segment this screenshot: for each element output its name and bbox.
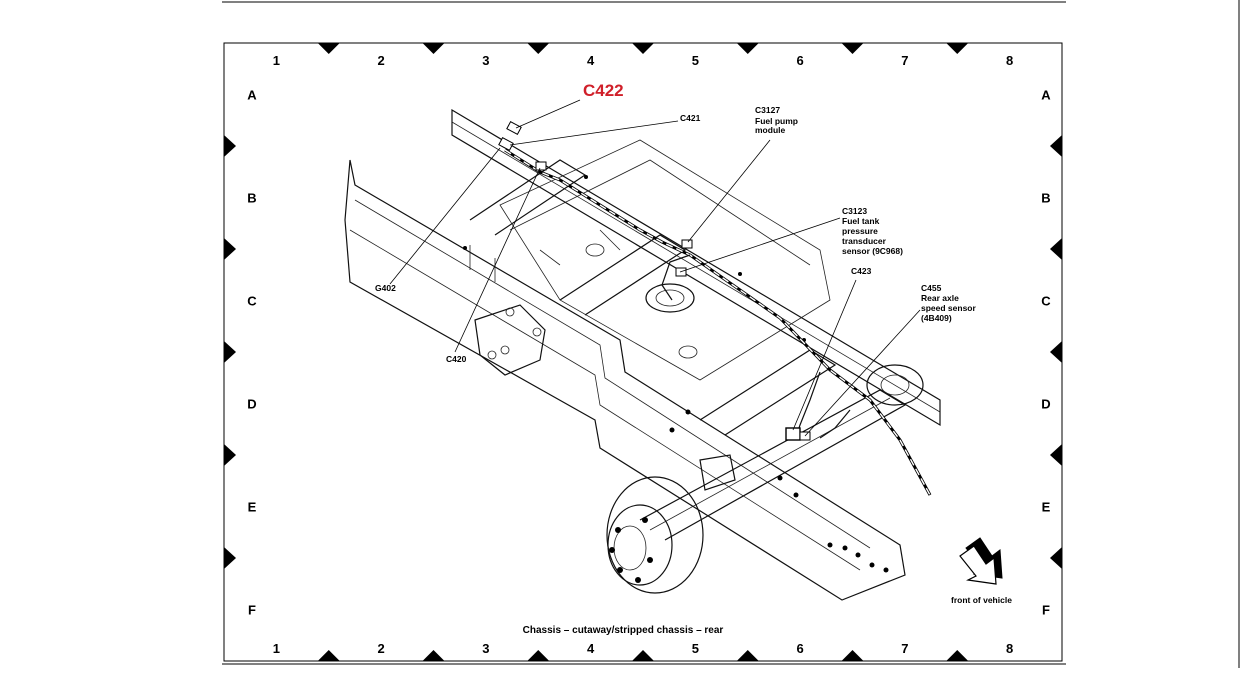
label-c3123: C3123 Fuel tank pressure transducer sens… xyxy=(842,206,903,256)
suspension-brackets xyxy=(474,304,736,491)
grid-marker xyxy=(1050,135,1062,157)
grid-row-label: C xyxy=(1041,294,1051,309)
grid-marker xyxy=(736,650,759,661)
grid-marker xyxy=(632,43,654,54)
leader-g402 xyxy=(389,147,501,285)
grid-marker xyxy=(841,650,864,661)
grid-marker xyxy=(224,444,236,466)
leader-c423 xyxy=(792,279,857,431)
highlight-connector-label: C422 xyxy=(583,81,624,100)
label-c3123-line: C3123 xyxy=(842,206,867,216)
diagram-frame xyxy=(223,42,1063,662)
label-c3123-line: pressure xyxy=(842,226,878,236)
grid-marker xyxy=(736,43,759,54)
grid-row-label: B xyxy=(247,191,256,206)
grid-row-labels-right: A B C D E F xyxy=(1041,88,1051,618)
grid-column-label: 4 xyxy=(587,641,595,656)
grid-column-label: 8 xyxy=(1006,641,1013,656)
grid-marker xyxy=(1050,444,1062,466)
grid-marker xyxy=(224,341,236,363)
front-of-vehicle-arrow-icon xyxy=(959,537,1003,585)
label-c420: C420 xyxy=(446,354,467,364)
grid-marker xyxy=(224,135,236,157)
grid-column-label: 6 xyxy=(797,53,804,68)
leader-c421 xyxy=(509,120,679,146)
leader-c422 xyxy=(515,99,581,129)
label-c455: C455 Rear axle speed sensor (4B409) xyxy=(921,283,978,323)
grid-marker xyxy=(946,43,969,54)
orientation-label: front of vehicle xyxy=(951,595,1012,605)
grid-boundary-markers xyxy=(224,43,1062,661)
grid-row-label: E xyxy=(248,500,257,515)
grid-column-label: 2 xyxy=(378,641,385,656)
grid-column-label: 7 xyxy=(901,53,908,68)
grid-marker xyxy=(317,650,340,661)
grid-column-label: 1 xyxy=(273,53,280,68)
leader-c420 xyxy=(454,167,541,353)
grid-marker xyxy=(841,43,864,54)
grid-column-label: 3 xyxy=(482,53,489,68)
grid-row-label: D xyxy=(1041,397,1050,412)
grid-marker xyxy=(946,650,969,661)
grid-column-label: 5 xyxy=(692,53,699,68)
label-c3127-line: module xyxy=(755,125,785,135)
grid-marker xyxy=(527,650,550,661)
grid-row-label: D xyxy=(247,397,256,412)
leader-c3127 xyxy=(687,139,771,243)
grid-marker xyxy=(422,43,445,54)
label-c423: C423 xyxy=(851,266,872,276)
label-c3127: C3127 Fuel pump module xyxy=(755,105,800,135)
grid-marker xyxy=(527,43,550,54)
grid-row-labels-left: A B C D E F xyxy=(247,88,257,618)
label-c3127-line: Fuel pump xyxy=(755,116,798,126)
grid-column-label: 7 xyxy=(901,641,908,656)
leader-c455 xyxy=(804,309,921,437)
grid-column-label: 6 xyxy=(797,641,804,656)
grid-row-label: B xyxy=(1041,191,1050,206)
grid-row-label: A xyxy=(247,88,257,103)
label-c421: C421 xyxy=(680,113,701,123)
grid-column-labels-bottom: 1 2 3 4 5 6 7 8 xyxy=(273,641,1013,656)
label-c455-line: speed sensor xyxy=(921,303,976,313)
grid-marker xyxy=(1050,547,1062,569)
grid-row-label: C xyxy=(247,294,257,309)
grid-marker xyxy=(317,43,340,54)
label-c3127-line: C3127 xyxy=(755,105,780,115)
grid-marker xyxy=(1050,238,1062,260)
rear-axle xyxy=(639,364,924,541)
grid-marker xyxy=(632,650,654,661)
fuel-tank xyxy=(499,139,831,381)
label-c3123-line: sensor (9C968) xyxy=(842,246,903,256)
leader-c3123 xyxy=(679,217,841,273)
grid-column-label: 4 xyxy=(587,53,595,68)
label-c3123-line: Fuel tank xyxy=(842,216,880,226)
grid-row-label: F xyxy=(1042,603,1050,618)
grid-column-label: 1 xyxy=(273,641,280,656)
grid-marker xyxy=(224,547,236,569)
grid-row-label: A xyxy=(1041,88,1051,103)
label-c455-line: Rear axle xyxy=(921,293,959,303)
grid-column-label: 3 xyxy=(482,641,489,656)
grid-marker xyxy=(224,238,236,260)
wiring-harness xyxy=(504,148,932,496)
label-g402: G402 xyxy=(375,283,396,293)
wheel-hub xyxy=(606,476,704,594)
grid-column-labels-top: 1 2 3 4 5 6 7 8 xyxy=(273,53,1013,68)
grid-row-label: E xyxy=(1042,500,1051,515)
grid-marker xyxy=(422,650,445,661)
label-c455-line: C455 xyxy=(921,283,942,293)
frame-holes xyxy=(463,175,889,573)
grid-marker xyxy=(1050,341,1062,363)
grid-column-label: 8 xyxy=(1006,53,1013,68)
grid-column-label: 2 xyxy=(378,53,385,68)
diagram-caption: Chassis – cutaway/stripped chassis – rea… xyxy=(523,625,724,636)
label-c455-line: (4B409) xyxy=(921,313,952,323)
chassis-frame-rails xyxy=(344,108,941,601)
grid-row-label: F xyxy=(248,603,256,618)
label-c3123-line: transducer xyxy=(842,236,887,246)
grid-column-label: 5 xyxy=(692,641,699,656)
